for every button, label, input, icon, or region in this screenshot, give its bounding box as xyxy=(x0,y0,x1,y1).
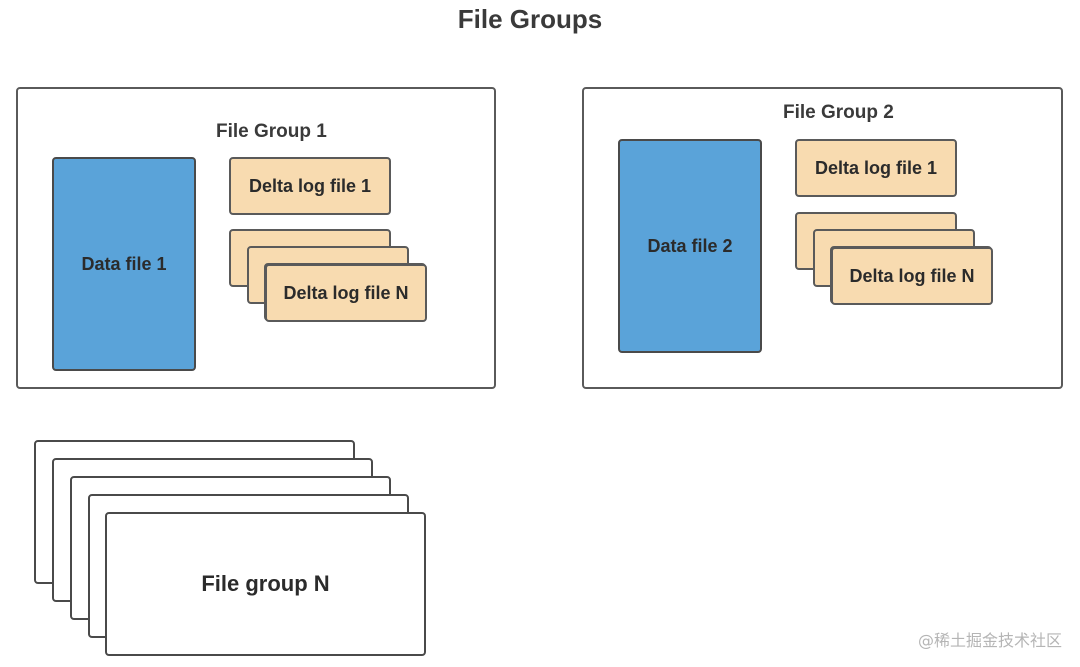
delta-log-file-n: Delta log file N xyxy=(831,247,993,305)
delta-log-file-1: Delta log file 1 xyxy=(229,157,391,215)
diagram-title: File Groups xyxy=(457,4,603,34)
data-file-2: Data file 2 xyxy=(618,139,762,353)
file-group-1-label: File Group 1 xyxy=(216,121,327,142)
file-group-1: File Group 1 Data file 1 Delta log file … xyxy=(16,87,496,389)
delta-log-file-1: Delta log file 1 xyxy=(795,139,957,197)
file-group-2-label: File Group 2 xyxy=(783,102,894,123)
file-group-2: File Group 2 Data file 2 Delta log file … xyxy=(582,87,1063,389)
file-group-n: File group N xyxy=(105,512,426,656)
data-file-1: Data file 1 xyxy=(52,157,196,371)
delta-log-file-n: Delta log file N xyxy=(265,264,427,322)
watermark: @稀土掘金技术社区 xyxy=(917,631,1062,650)
